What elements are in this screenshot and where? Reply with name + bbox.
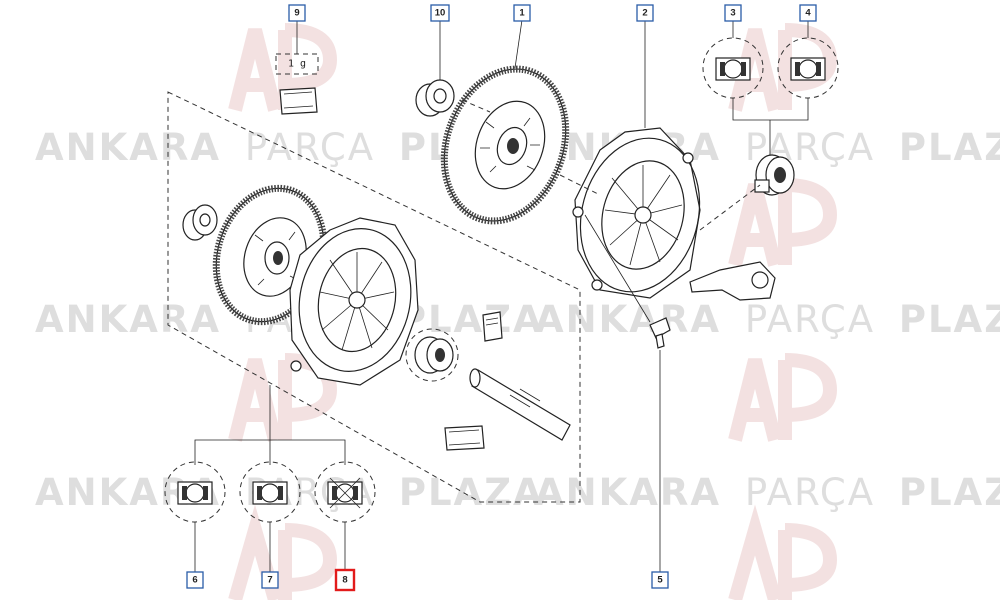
svg-text:7: 7: [267, 575, 272, 586]
watermark-logo: [728, 353, 838, 442]
clutch-disc-part: [440, 65, 570, 225]
bracket-lines-6-7-8: [194, 385, 346, 465]
grease-quantity-label: 1 g: [288, 59, 306, 70]
kit-pressure-plate-part: [289, 217, 419, 386]
svg-text:6: 6: [192, 575, 197, 586]
watermark-logo: [728, 178, 838, 267]
pilot-bearing-part: [415, 79, 455, 117]
svg-text:9: 9: [294, 8, 299, 19]
watermark-text: ANKARA PARÇA PLAZA: [535, 298, 1000, 341]
release-bearing-variant-7: [239, 461, 301, 523]
callout-9[interactable]: 9: [288, 4, 306, 22]
kit-outline: [167, 91, 581, 503]
watermark-logo: [228, 353, 338, 442]
callout-1[interactable]: 1: [513, 4, 531, 22]
watermark-logo: [228, 504, 338, 600]
svg-text:4: 4: [805, 8, 811, 19]
release-bearing-variant-3: [702, 37, 764, 99]
leader-lines: [194, 19, 809, 572]
release-bearing-part: [754, 154, 795, 196]
callout-8[interactable]: 8: [334, 568, 356, 592]
svg-text:5: 5: [657, 575, 663, 586]
callout-4[interactable]: 4: [799, 4, 817, 22]
dash-connector: [584, 214, 651, 323]
dash-connector: [461, 99, 761, 231]
bracket-lines-3-4: [732, 98, 809, 160]
watermark-logo: [728, 23, 838, 112]
kit-grease-packet-part: [444, 425, 485, 451]
kit-release-bearing-part: [405, 328, 459, 382]
callout-3[interactable]: 3: [724, 4, 742, 22]
watermark-text: ANKARA PARÇA PLAZA: [535, 471, 1000, 514]
callout-7[interactable]: 7: [261, 571, 279, 589]
instruction-booklet-part: [482, 311, 503, 342]
alignment-tool-part: [469, 368, 571, 441]
callout-10[interactable]: 10: [430, 4, 450, 22]
callout-5[interactable]: 5: [651, 571, 669, 589]
kit-pilot-bearing-part: [182, 204, 218, 241]
watermark-logo: [728, 504, 838, 600]
bolt-part: [649, 317, 671, 349]
svg-text:3: 3: [730, 8, 735, 19]
svg-text:10: 10: [435, 8, 446, 19]
grease-packet-part: 1 g: [275, 53, 319, 115]
release-fork-part: [689, 261, 776, 301]
release-bearing-variant-8: [314, 461, 376, 523]
watermark-logo: [228, 23, 338, 112]
watermark-text: ANKARA PARÇA PLAZA: [35, 471, 544, 514]
svg-text:1: 1: [519, 8, 525, 19]
callout-6[interactable]: 6: [186, 571, 204, 589]
callout-2[interactable]: 2: [636, 4, 654, 22]
svg-text:2: 2: [642, 8, 647, 19]
pressure-plate-part: [572, 127, 701, 299]
svg-text:8: 8: [342, 575, 347, 586]
